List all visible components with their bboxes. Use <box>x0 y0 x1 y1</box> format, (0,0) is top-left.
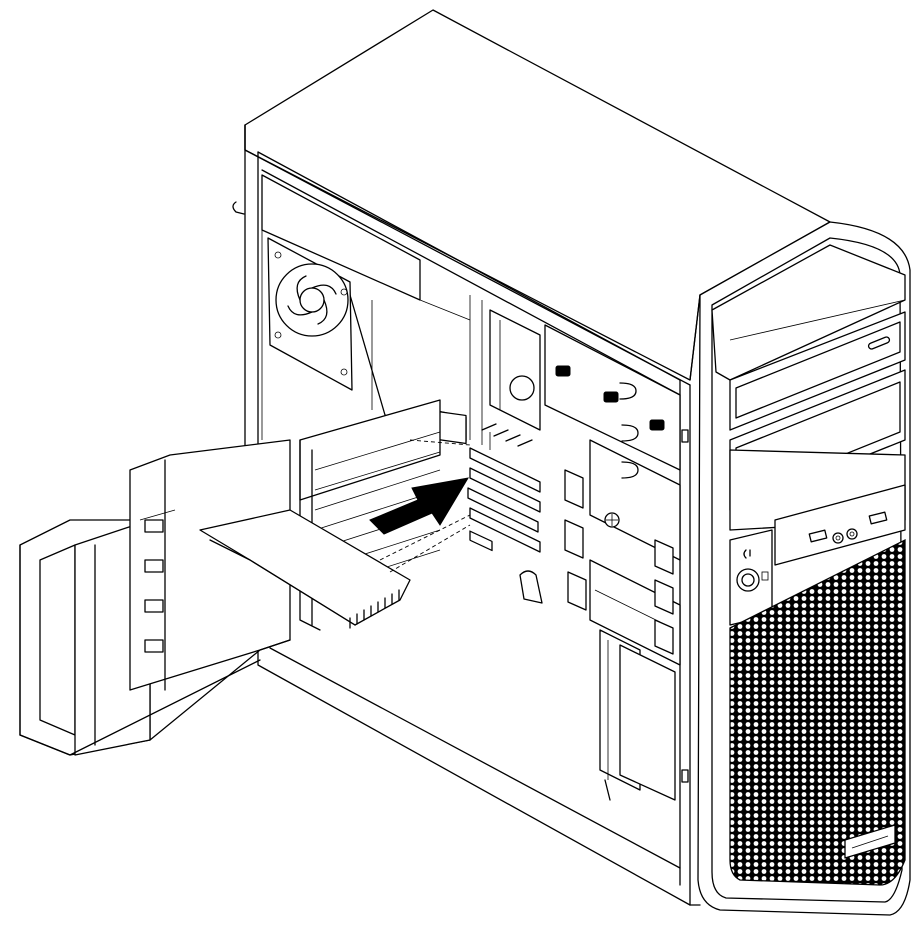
drive-cage <box>519 324 681 666</box>
heatsink <box>489 309 541 431</box>
lower-drive-bay <box>599 629 676 801</box>
card-retainer <box>19 439 291 756</box>
system-fan <box>267 237 353 391</box>
power-button-area <box>729 529 773 626</box>
pci-card-contacts <box>349 589 400 629</box>
optical-drive-bays <box>729 311 906 531</box>
chassis-front-corner <box>681 294 701 906</box>
insertion-arrow <box>369 477 469 535</box>
front-bezel-grille <box>729 538 906 886</box>
pci-card <box>199 439 471 629</box>
front-io-panel <box>774 484 906 566</box>
chassis <box>232 9 831 906</box>
pci-slots <box>467 423 541 553</box>
